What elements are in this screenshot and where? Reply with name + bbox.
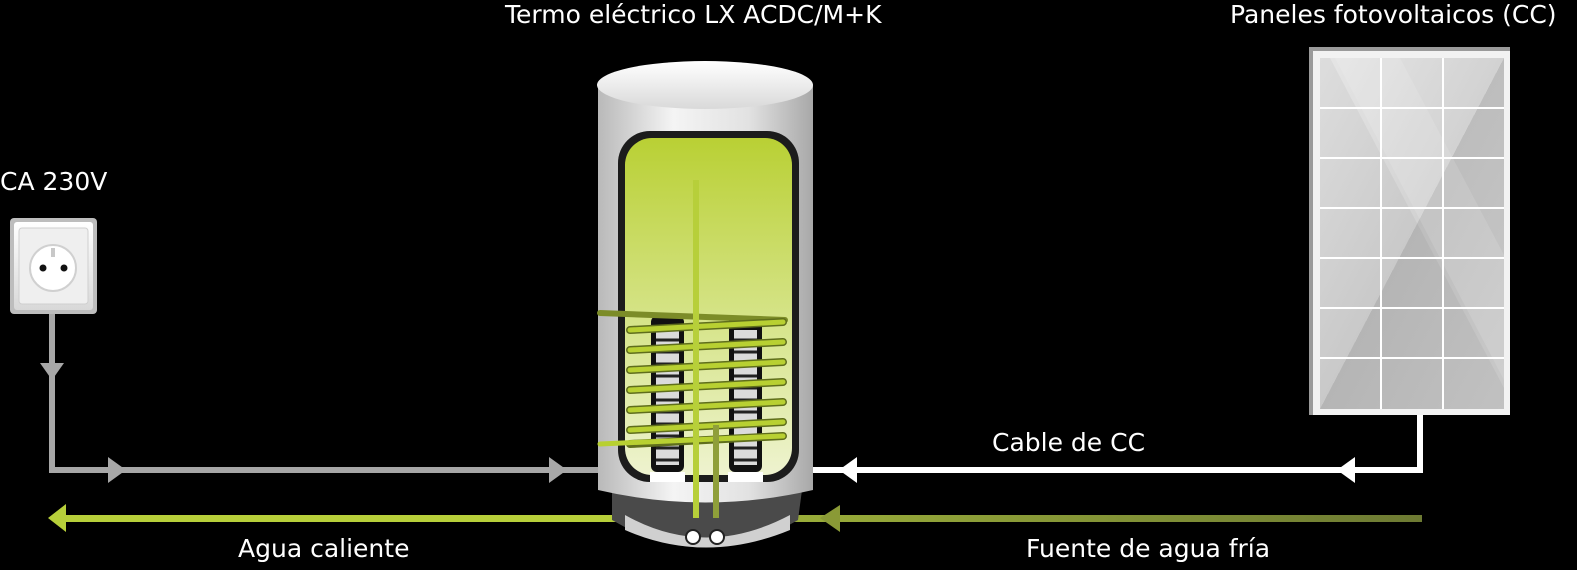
cold-water-arrow bbox=[820, 505, 840, 532]
solar-panel-icon bbox=[1309, 47, 1510, 415]
pv-title: Paneles fotovoltaicos (CC) bbox=[1230, 0, 1557, 29]
ac-source-label: CA 230V bbox=[0, 167, 108, 196]
dc-line bbox=[810, 415, 1423, 483]
ac-arrow-down bbox=[40, 363, 64, 380]
cold-water-label: Fuente de agua fría bbox=[1026, 534, 1271, 563]
heating-element-left bbox=[650, 316, 685, 482]
dc-arrow-left-2 bbox=[839, 457, 857, 483]
dc-cable-label: Cable de CC bbox=[992, 428, 1146, 457]
ac-line bbox=[40, 312, 600, 483]
heat-exchanger-coil bbox=[597, 310, 788, 448]
ac-arrow-right-1 bbox=[108, 457, 126, 483]
ac-arrow-right-2 bbox=[549, 457, 567, 483]
power-outlet-icon bbox=[10, 218, 97, 314]
water-heater-icon bbox=[597, 61, 813, 548]
heater-title: Termo eléctrico LX ACDC/M+K bbox=[505, 0, 882, 29]
hot-water-line bbox=[48, 504, 697, 532]
dc-arrow-left-1 bbox=[1337, 457, 1355, 483]
hot-water-label: Agua caliente bbox=[238, 534, 410, 563]
hot-water-arrow bbox=[48, 504, 66, 532]
cold-water-line bbox=[715, 505, 1422, 532]
